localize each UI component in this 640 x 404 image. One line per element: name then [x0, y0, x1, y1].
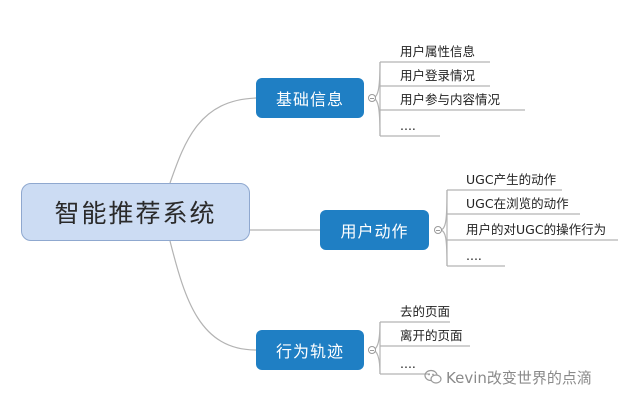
- leaf-node[interactable]: ....: [400, 356, 416, 371]
- connector-root-branch-3: [169, 240, 257, 351]
- root-node[interactable]: 智能推荐系统: [21, 183, 250, 241]
- branch-node-user-actions[interactable]: 用户动作: [320, 210, 429, 250]
- watermark: Kevin改变世界的点滴: [424, 367, 592, 387]
- wechat-icon: [424, 369, 442, 384]
- collapse-toggle-icon[interactable]: [368, 94, 376, 102]
- leaf-node[interactable]: 离开的页面: [400, 328, 463, 343]
- leaf-node[interactable]: 用户参与内容情况: [400, 92, 501, 107]
- leaf-node[interactable]: 用户的对UGC的操作行为: [466, 222, 607, 237]
- connector-b1-leaf-2: [380, 85, 490, 87]
- branch-node-behavior-track[interactable]: 行为轨迹: [256, 330, 364, 370]
- leaf-node[interactable]: 用户登录情况: [400, 68, 476, 83]
- leaf-node[interactable]: ....: [400, 118, 416, 133]
- leaf-node[interactable]: 去的页面: [400, 304, 451, 319]
- leaf-node[interactable]: ....: [466, 248, 482, 263]
- leaf-node[interactable]: 用户属性信息: [400, 44, 476, 59]
- leaf-node[interactable]: UGC产生的动作: [466, 172, 557, 187]
- branch-node-basic-info[interactable]: 基础信息: [256, 78, 364, 118]
- collapse-toggle-icon[interactable]: [434, 226, 442, 234]
- connector-root-branch-1: [169, 97, 257, 184]
- collapse-toggle-icon[interactable]: [368, 346, 376, 354]
- leaf-node[interactable]: UGC在浏览的动作: [466, 196, 569, 211]
- watermark-text: Kevin改变世界的点滴: [446, 368, 592, 387]
